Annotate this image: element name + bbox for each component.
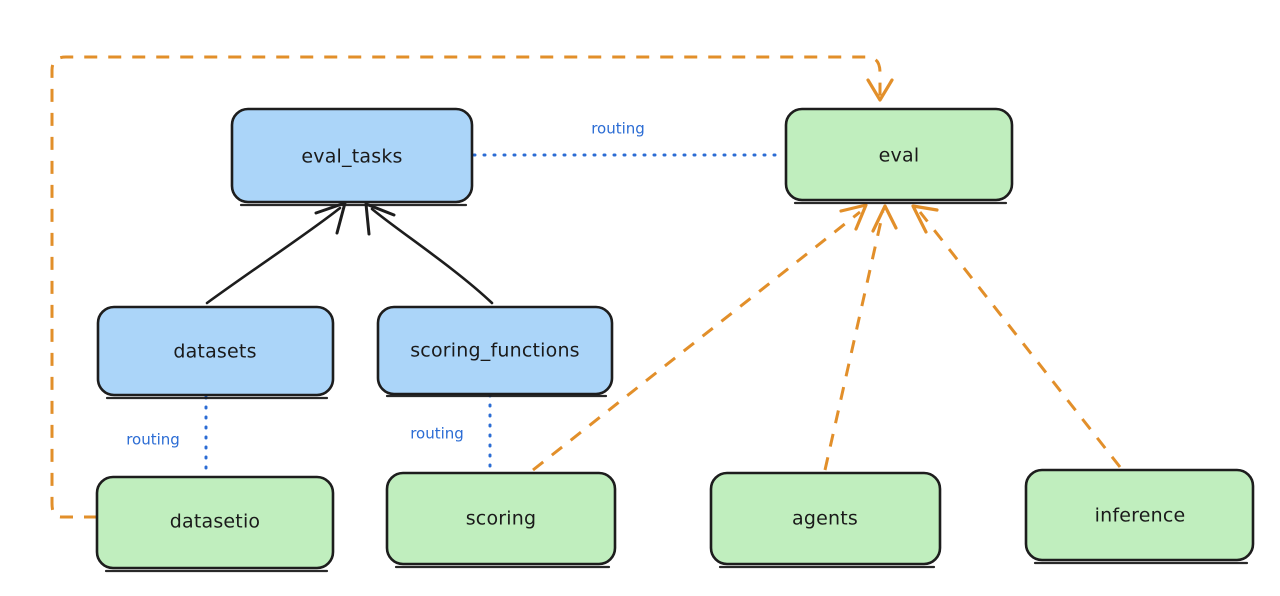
edge-agents-eval-path: [823, 211, 885, 471]
node-eval-label: eval: [879, 145, 920, 167]
node-datasetio-label: datasetio: [170, 511, 261, 533]
edge-datasetio-eval-arrowhead: [866, 78, 894, 102]
node-scoring_functions-label: scoring_functions: [410, 340, 580, 362]
edge-datasetio-eval-path: [50, 55, 882, 519]
node-inference-box[interactable]: [1024, 468, 1255, 562]
node-agents-label: agents: [792, 508, 858, 530]
edge-datasets-eval_tasks: [205, 201, 347, 305]
node-inference[interactable]: inference: [1024, 468, 1255, 565]
edge-inference-eval-path: [918, 211, 1122, 468]
node-datasetio[interactable]: datasetio: [95, 475, 335, 573]
node-eval_tasks-label: eval_tasks: [301, 146, 402, 168]
edge-scoring_functions-scoring: routing: [410, 393, 492, 473]
edge-datasets-eval_tasks-path: [205, 206, 342, 305]
node-datasetio-box[interactable]: [95, 475, 335, 570]
edge-agents-eval-arrowhead: [871, 204, 898, 233]
node-eval[interactable]: eval: [784, 107, 1014, 205]
edge-label-routing-datasetio: routing: [126, 431, 180, 449]
edge-scoring-eval-arrowhead: [839, 203, 868, 231]
node-scoring-label: scoring: [466, 508, 537, 530]
node-datasets[interactable]: datasets: [96, 305, 335, 400]
node-eval_tasks-box[interactable]: [230, 107, 474, 204]
edge-scoring_functions-eval_tasks: [364, 202, 494, 305]
edge-datasets-datasetio: routing: [126, 395, 208, 477]
edge-scoring-eval-path: [532, 210, 861, 472]
edge-label-routing-eval: routing: [591, 120, 645, 138]
edge-scoring_functions-eval_tasks-path: [370, 207, 494, 305]
edge-agents-eval: [823, 204, 898, 471]
edge-inference-eval: [911, 204, 1122, 468]
edge-label-routing-scoring: routing: [410, 425, 464, 443]
node-eval-box[interactable]: [784, 107, 1014, 202]
node-eval_tasks[interactable]: eval_tasks: [230, 107, 474, 207]
node-layer: eval_tasks eval datasets scoring_functio…: [95, 107, 1255, 573]
node-inference-label: inference: [1095, 505, 1186, 527]
node-scoring[interactable]: scoring: [385, 471, 617, 569]
edge-datasetio-eval: [50, 55, 894, 519]
node-scoring_functions-box[interactable]: [376, 305, 614, 396]
node-agents-box[interactable]: [709, 471, 942, 566]
edge-inference-eval-arrowhead: [911, 204, 939, 234]
node-scoring-box[interactable]: [385, 471, 617, 566]
edge-scoring-eval: [532, 203, 868, 472]
node-scoring_functions[interactable]: scoring_functions: [376, 305, 614, 398]
node-datasets-box[interactable]: [96, 305, 335, 397]
edge-scoring_functions-eval_tasks-arrowhead: [364, 202, 396, 236]
edge-eval_tasks-eval: routing: [472, 120, 786, 157]
edge-layer: routing routing routing: [50, 55, 1122, 519]
node-datasets-label: datasets: [173, 341, 256, 363]
node-agents[interactable]: agents: [709, 471, 942, 569]
